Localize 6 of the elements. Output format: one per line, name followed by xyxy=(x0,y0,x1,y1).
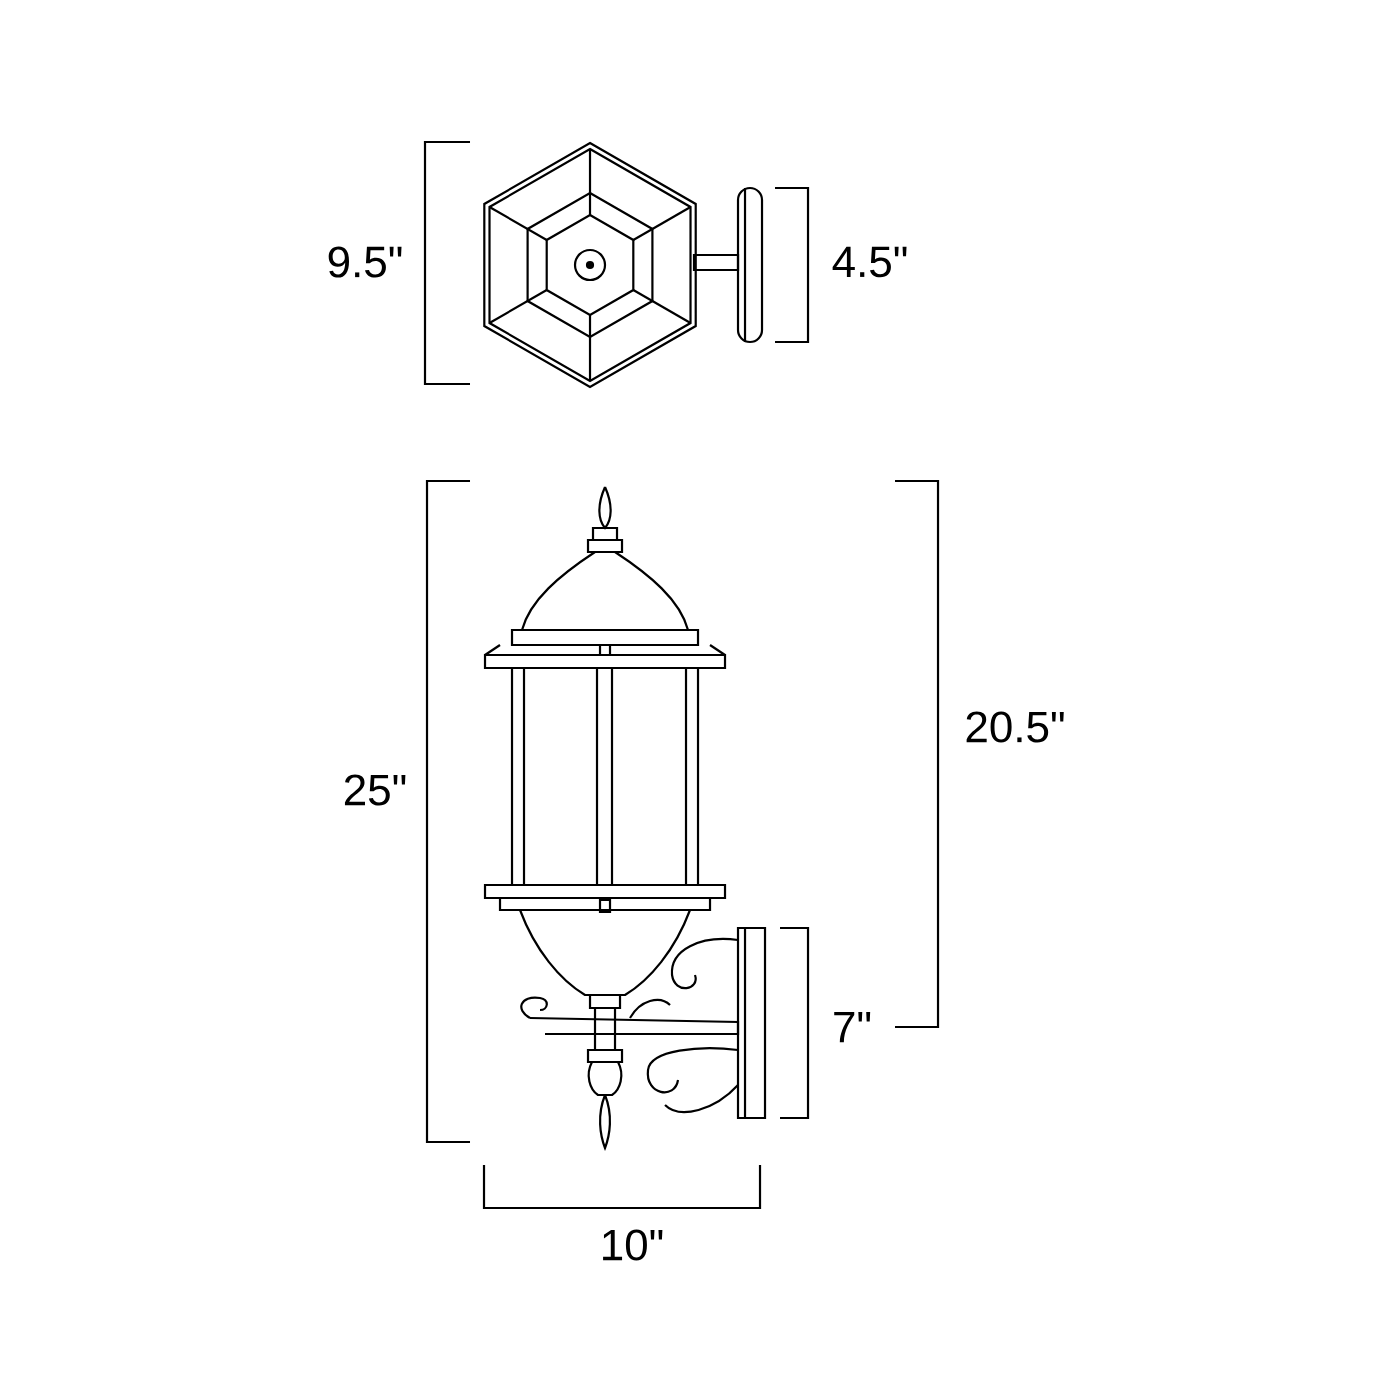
dimension-label: 7" xyxy=(834,1011,871,1043)
dimension-label: 20.5" xyxy=(966,711,1064,743)
dimension-label: 25" xyxy=(344,774,406,806)
dimension-label: 4.5" xyxy=(832,246,907,278)
dimension-label: 9.5" xyxy=(328,246,402,278)
dimension-label: 10" xyxy=(603,1229,663,1261)
